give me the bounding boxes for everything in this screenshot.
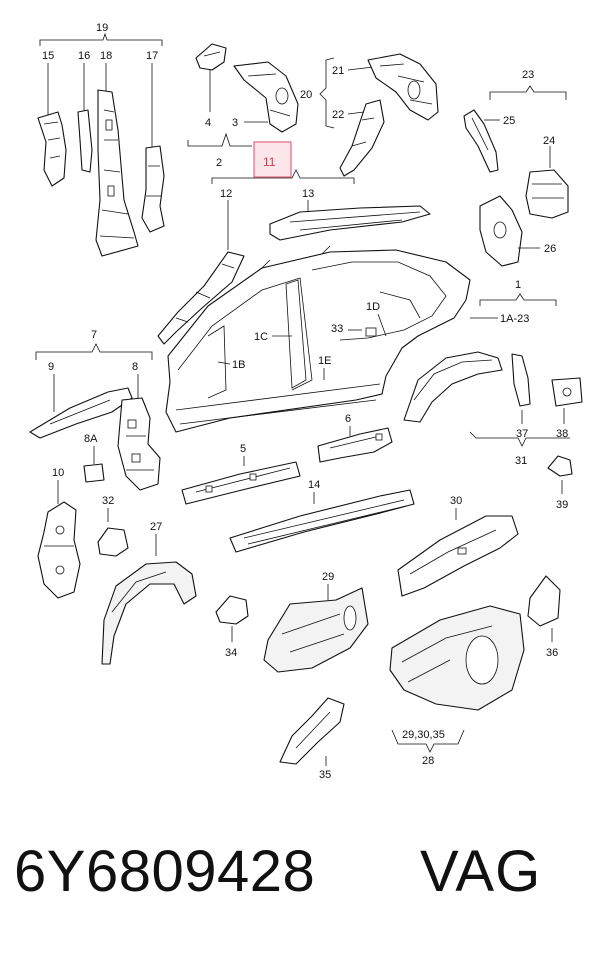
label-1D: 1D xyxy=(366,301,380,313)
label-39: 39 xyxy=(556,499,568,511)
label-8: 8 xyxy=(132,361,138,373)
brand-label: VAG xyxy=(420,839,542,904)
part-26-panel: 26 xyxy=(479,195,556,267)
label-29: 29 xyxy=(322,571,334,583)
label-1: 1 xyxy=(515,279,521,291)
part-12-a-pillar-upper xyxy=(157,251,245,345)
label-14: 14 xyxy=(308,479,320,491)
part-35-bracket: 35 xyxy=(279,697,345,781)
part-30-rear-panel xyxy=(397,515,519,597)
label-34: 34 xyxy=(225,647,237,659)
label-group-19: 19 15 16 18 17 xyxy=(39,22,163,148)
label-group-7: 7 9 8 xyxy=(35,329,153,412)
part-10-pillar-lower xyxy=(37,501,81,599)
label-12: 12 xyxy=(220,188,232,200)
part-number: 6Y6809428 xyxy=(14,839,316,904)
label-1C: 1C xyxy=(254,331,268,343)
part-34-bracket: 34 xyxy=(215,595,249,659)
part-18-b-pillar xyxy=(95,89,139,257)
parts-diagram: 19 15 16 18 17 4 3 2 xyxy=(29,22,583,781)
label-29-30-35: 29,30,35 xyxy=(402,729,445,741)
label-7: 7 xyxy=(91,329,97,341)
part-36-bracket: 36 xyxy=(527,575,561,659)
label-27: 27 xyxy=(150,521,162,533)
label-9: 9 xyxy=(48,361,54,373)
part-9-sill-extension xyxy=(29,387,133,439)
highlight-box-11 xyxy=(253,141,292,178)
part-8-pillar-base xyxy=(117,397,161,491)
label-5: 5 xyxy=(240,443,246,455)
label-4: 4 xyxy=(205,117,211,129)
label-28: 28 xyxy=(422,755,434,767)
label-15: 15 xyxy=(42,50,54,62)
label-1E: 1E xyxy=(318,355,331,367)
label-group-2: 2 xyxy=(187,132,252,169)
label-group-23: 23 xyxy=(489,69,567,100)
part-16-reinforcement xyxy=(77,109,93,173)
label-36: 36 xyxy=(546,647,558,659)
part-38-plate: 38 xyxy=(551,377,583,440)
label-24: 24 xyxy=(543,135,555,147)
label-8A: 8A xyxy=(84,433,98,445)
part-8a-clip xyxy=(83,463,105,483)
part-1-side-panel xyxy=(165,245,471,433)
label-17: 17 xyxy=(146,50,158,62)
label-26: 26 xyxy=(544,243,556,255)
label-16: 16 xyxy=(78,50,90,62)
label-25: 25 xyxy=(503,115,515,127)
label-13: 13 xyxy=(302,188,314,200)
part-31-wheel-arch xyxy=(403,351,503,423)
label-3: 3 xyxy=(232,117,238,129)
label-32: 32 xyxy=(102,495,114,507)
part-24-bracket: 24 xyxy=(525,135,569,219)
part-22-d-pillar-reinforcement xyxy=(339,99,385,177)
part-27-wheel-liner xyxy=(101,561,197,665)
part-14-sill-reinforcement xyxy=(229,489,415,553)
label-10: 10 xyxy=(52,467,64,479)
part-13-roof-rail xyxy=(269,205,431,241)
part-39-clip: 39 xyxy=(547,455,573,511)
label-20: 20 xyxy=(300,89,312,101)
part-3-wheelhouse-upper: 3 xyxy=(232,61,299,133)
label-35: 35 xyxy=(319,769,331,781)
part-21-d-pillar-inner xyxy=(367,53,439,121)
part-37-bracket: 37 xyxy=(511,353,531,440)
label-group-11-highlighted: 11 xyxy=(211,141,355,184)
label-23: 23 xyxy=(522,69,534,81)
label-11: 11 xyxy=(263,155,276,169)
label-6: 6 xyxy=(345,413,351,425)
part-15-a-pillar-trim xyxy=(37,111,67,187)
label-18: 18 xyxy=(100,50,112,62)
label-22: 22 xyxy=(332,109,344,121)
label-2: 2 xyxy=(216,157,222,169)
part-5-sill-panel xyxy=(181,461,301,505)
label-31: 31 xyxy=(515,455,527,467)
part-28-floor-assembly xyxy=(389,605,525,711)
part-4-bracket: 4 xyxy=(195,43,227,129)
part-6-sill-bracket xyxy=(317,427,393,463)
label-37: 37 xyxy=(516,428,528,440)
label-33: 33 xyxy=(331,323,343,335)
label-30: 30 xyxy=(450,495,462,507)
label-group-28: 29,30,35 28 xyxy=(391,729,465,767)
part-32-cap xyxy=(97,527,129,557)
label-1B: 1B xyxy=(232,359,245,371)
label-19: 19 xyxy=(96,22,108,34)
label-21: 21 xyxy=(332,65,344,77)
part-25-strip: 25 xyxy=(463,109,515,173)
label-1A23: 1A-23 xyxy=(500,313,529,325)
part-29-wheelhouse-inner xyxy=(263,587,369,673)
part-17-c-pillar xyxy=(141,145,165,233)
label-38: 38 xyxy=(556,428,568,440)
